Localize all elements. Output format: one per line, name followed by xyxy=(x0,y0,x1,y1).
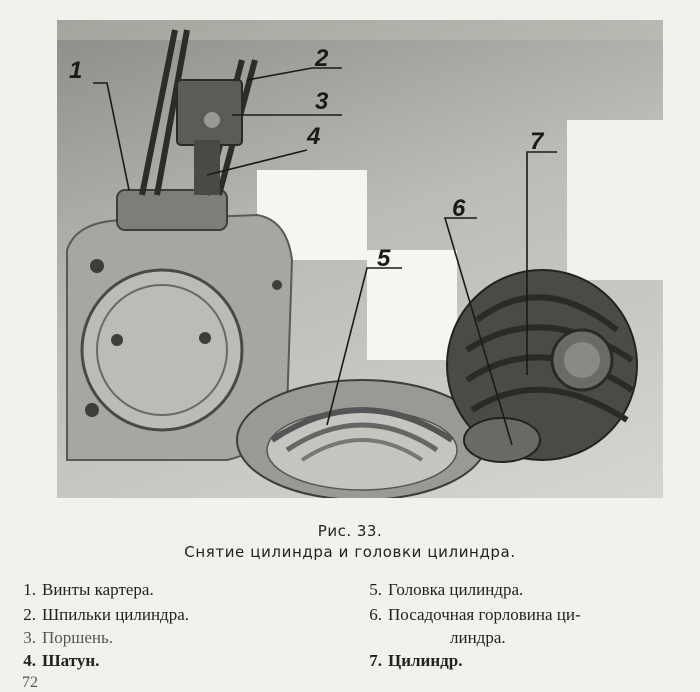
callout-3: 3 xyxy=(315,88,329,115)
figure-caption-subtitle: Снятие цилиндра и головки цилиндра. xyxy=(184,543,516,561)
legend-number: 4. xyxy=(23,651,36,670)
callout-7: 7 xyxy=(530,128,544,155)
callout-5: 5 xyxy=(377,245,391,272)
legend-item-7: 7. Цилиндр. xyxy=(360,651,462,671)
legend-text: Винты картера. xyxy=(42,580,154,599)
callout-4: 4 xyxy=(307,123,321,150)
engine-illustration xyxy=(57,20,663,498)
legend-item-3: 3. Поршень. xyxy=(14,628,113,648)
legend-item-1: 1. Винты картера. xyxy=(14,580,154,600)
callout-6: 6 xyxy=(452,195,466,222)
crankcase-screw xyxy=(90,259,104,273)
legend-number: 3. xyxy=(23,628,36,647)
legend-number: 2. xyxy=(23,605,36,624)
cutout-area xyxy=(567,120,663,280)
cylinder xyxy=(446,269,638,461)
legend-text: Цилиндр. xyxy=(388,651,463,670)
legend-number: 5. xyxy=(369,580,382,599)
legend-number: 7. xyxy=(369,651,382,670)
page-number: 72 xyxy=(22,674,38,691)
callout-1: 1 xyxy=(69,57,83,84)
legend-item-2: 2. Шпильки цилиндра. xyxy=(14,605,189,625)
legend-text: Посадочная горловина ци- xyxy=(388,605,581,624)
crankcase-screw xyxy=(85,403,99,417)
legend-text: Поршень. xyxy=(42,628,114,647)
legend-item-5: 5. Головка цилиндра. xyxy=(360,580,523,600)
figure-caption-title: Рис. 33. xyxy=(317,522,383,540)
connecting-rod xyxy=(194,140,220,195)
cylinder-stud xyxy=(154,29,190,196)
cylinder-stud xyxy=(139,29,178,196)
legend-text: Шатун. xyxy=(42,651,100,670)
legend-text: Головка цилиндра. xyxy=(388,580,524,599)
legend-text: Шпильки цилиндра. xyxy=(42,605,190,624)
legend-item-6-continuation: линдра. xyxy=(450,628,506,647)
callout-2: 2 xyxy=(315,45,329,72)
legend-item-4: 4. Шатун. xyxy=(14,651,99,671)
legend-number: 1. xyxy=(23,580,36,599)
cylinder-base xyxy=(116,189,228,231)
figure-photo: 1 2 3 4 5 6 7 xyxy=(57,20,663,498)
cylinder-neck xyxy=(463,417,541,463)
crankcase-cover xyxy=(80,268,244,432)
legend-number: 6. xyxy=(369,605,382,624)
legend-item-6: 6. Посадочная горловина ци- xyxy=(360,605,581,625)
